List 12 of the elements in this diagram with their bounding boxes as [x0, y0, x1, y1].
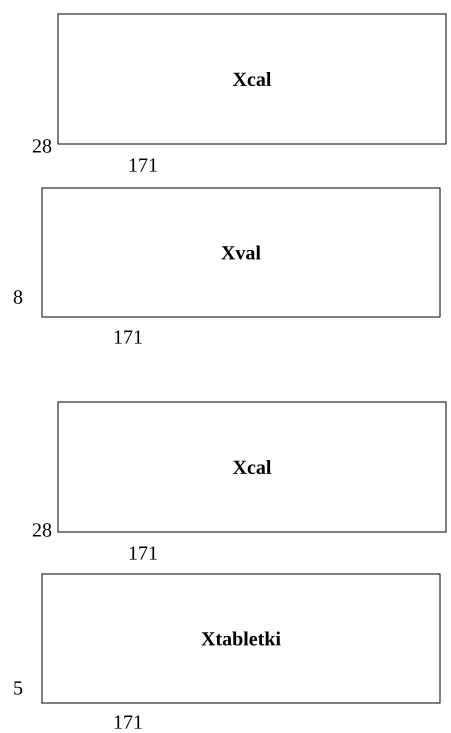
dimension-label: 28 — [32, 139, 52, 153]
dimension-label: 171 — [130, 158, 157, 172]
matrix-box: Xcal — [58, 402, 446, 532]
dimension-label: 28 — [32, 523, 52, 537]
dimension-label: 171 — [114, 715, 142, 729]
matrix-box: Xval — [42, 188, 440, 318]
dimension-label: 171 — [130, 546, 157, 560]
dimension-label: 8 — [14, 290, 22, 304]
matrix-box: Xtabletki — [42, 574, 440, 704]
matrix-box: Xcal — [58, 14, 446, 144]
dimension-label: 171 — [114, 330, 142, 344]
dimension-label: 5 — [14, 681, 22, 695]
